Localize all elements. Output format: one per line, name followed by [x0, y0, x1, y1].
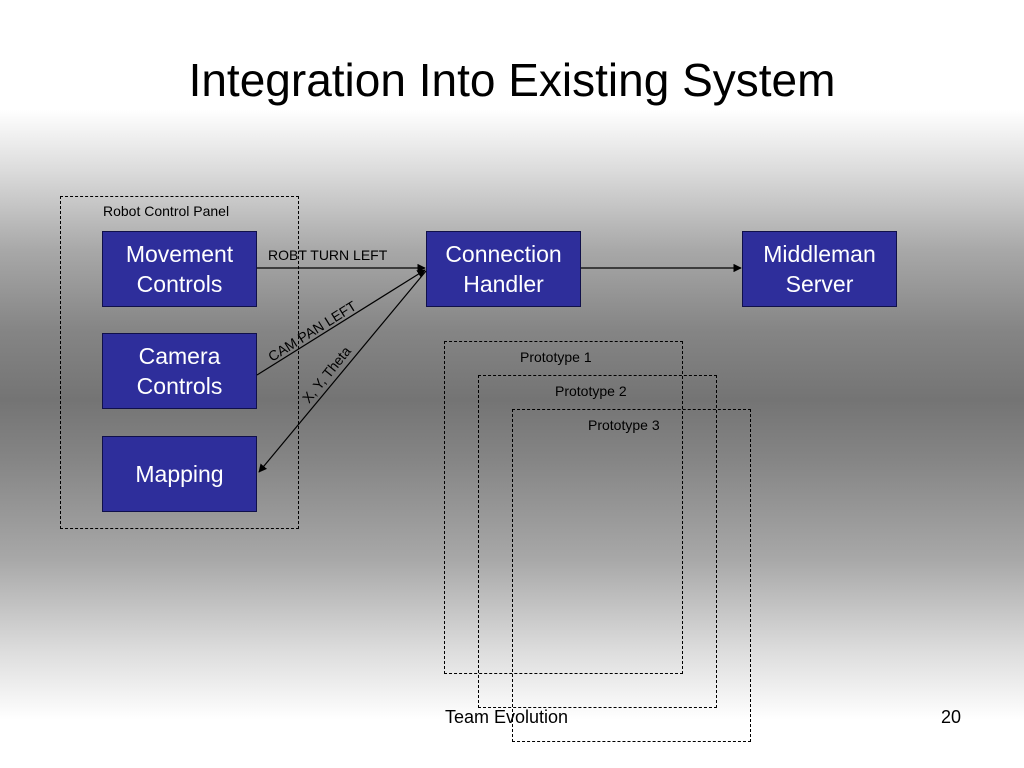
- footer-team: Team Evolution: [445, 707, 569, 727]
- movement-controls-box: Movement Controls: [102, 231, 257, 307]
- robot-control-panel-label: Robot Control Panel: [103, 203, 230, 219]
- middleman-server-box: Middleman Server: [742, 231, 897, 307]
- edge-label-xy: X, Y, Theta: [299, 343, 354, 406]
- movement-controls-label: Movement Controls: [125, 241, 234, 297]
- connection-handler-box: Connection Handler: [426, 231, 581, 307]
- edge-label-turn: ROBT TURN LEFT: [268, 247, 388, 263]
- robot-control-panel-group: [60, 196, 299, 529]
- mapping-label: Mapping: [135, 461, 224, 487]
- middleman-server-label: Middleman Server: [763, 241, 876, 297]
- connection-handler-label: Connection Handler: [445, 241, 562, 297]
- slide-title: Integration Into Existing System: [188, 54, 836, 106]
- prototype-3-frame: [512, 409, 751, 742]
- prototype-1-frame: [444, 341, 683, 674]
- arrow-camera-to-connection: [256, 269, 426, 376]
- camera-controls-label: Camera Controls: [136, 343, 223, 399]
- arrow-connection-to-mapping: [258, 270, 427, 473]
- page-number: 20: [941, 707, 962, 727]
- prototype-2-frame: [478, 375, 717, 708]
- camera-controls-box: Camera Controls: [102, 333, 257, 409]
- prototype-1-label: Prototype 1: [520, 349, 592, 365]
- prototype-2-label: Prototype 2: [555, 383, 627, 399]
- prototype-3-label: Prototype 3: [588, 417, 660, 433]
- mapping-box: Mapping: [102, 436, 257, 512]
